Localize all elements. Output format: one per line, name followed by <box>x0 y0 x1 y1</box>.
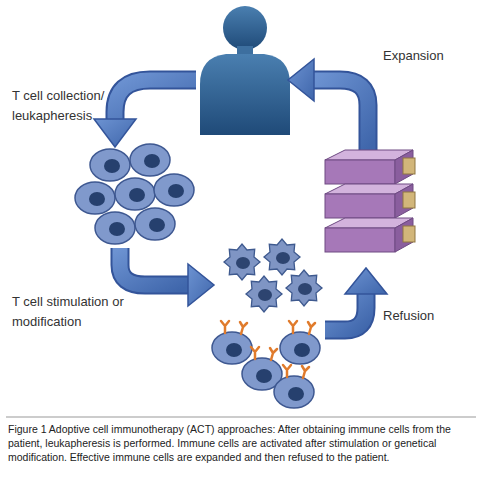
process-arrow <box>325 268 387 330</box>
process-arrow <box>288 59 368 150</box>
figure-caption: Figure 1 Adoptive cell immunotherapy (AC… <box>8 422 474 464</box>
t-cell-cluster <box>75 144 194 244</box>
activated-cells <box>224 239 322 312</box>
process-arrow <box>94 80 196 147</box>
step-label: T cell collection/ leukapheresis <box>12 86 134 126</box>
caption-rule <box>6 417 476 418</box>
patient-silhouette <box>200 6 290 135</box>
step-label: Refusion <box>383 306 473 326</box>
modified-cells <box>212 321 320 408</box>
process-arrow <box>120 248 214 306</box>
step-label: T cell stimulation or modification <box>12 292 130 332</box>
culture-flasks <box>325 150 415 252</box>
step-label: Expansion <box>383 46 473 66</box>
